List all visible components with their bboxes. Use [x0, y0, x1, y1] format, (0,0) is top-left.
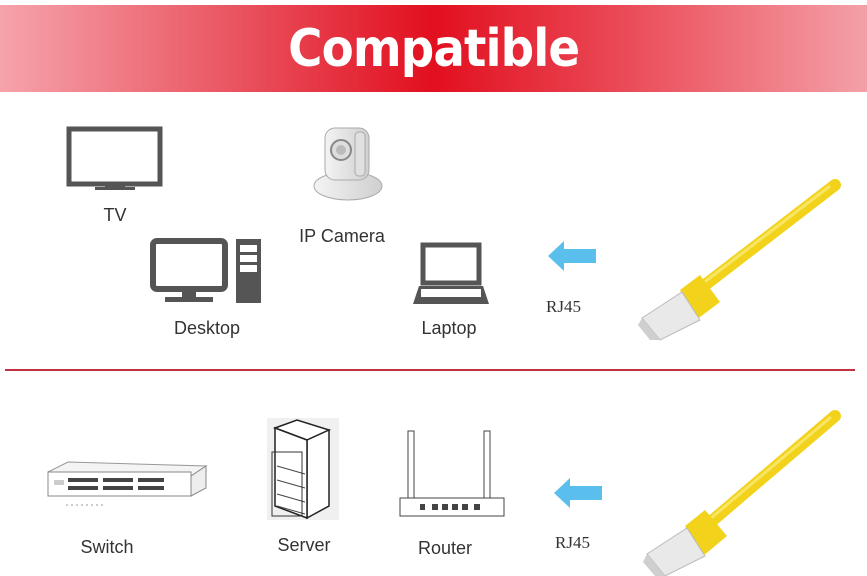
rj45-cable-icon	[638, 179, 841, 341]
server-label: Server	[277, 535, 331, 555]
switch-label: Switch	[80, 537, 134, 557]
rj45-label: RJ45	[555, 533, 590, 552]
tv-label: TV	[103, 205, 127, 225]
ip-camera-label: IP Camera	[299, 226, 385, 246]
router-icon	[399, 430, 505, 517]
banner-title: Compatible	[287, 18, 580, 79]
compatible-banner: Compatible	[0, 5, 867, 92]
ip-camera-icon	[313, 127, 383, 201]
left-arrow-icon	[548, 241, 596, 271]
server-icon	[267, 418, 339, 520]
laptop-label: Laptop	[421, 318, 477, 338]
rj45-label: RJ45	[546, 297, 581, 316]
desktop-label: Desktop	[173, 318, 241, 338]
laptop-icon	[413, 242, 489, 304]
section-divider	[5, 369, 855, 371]
tv-icon	[66, 126, 163, 190]
desktop-icon	[150, 238, 261, 303]
switch-icon	[47, 461, 208, 506]
left-arrow-icon	[554, 478, 602, 508]
router-label: Router	[417, 538, 473, 558]
rj45-cable-icon	[643, 410, 841, 576]
